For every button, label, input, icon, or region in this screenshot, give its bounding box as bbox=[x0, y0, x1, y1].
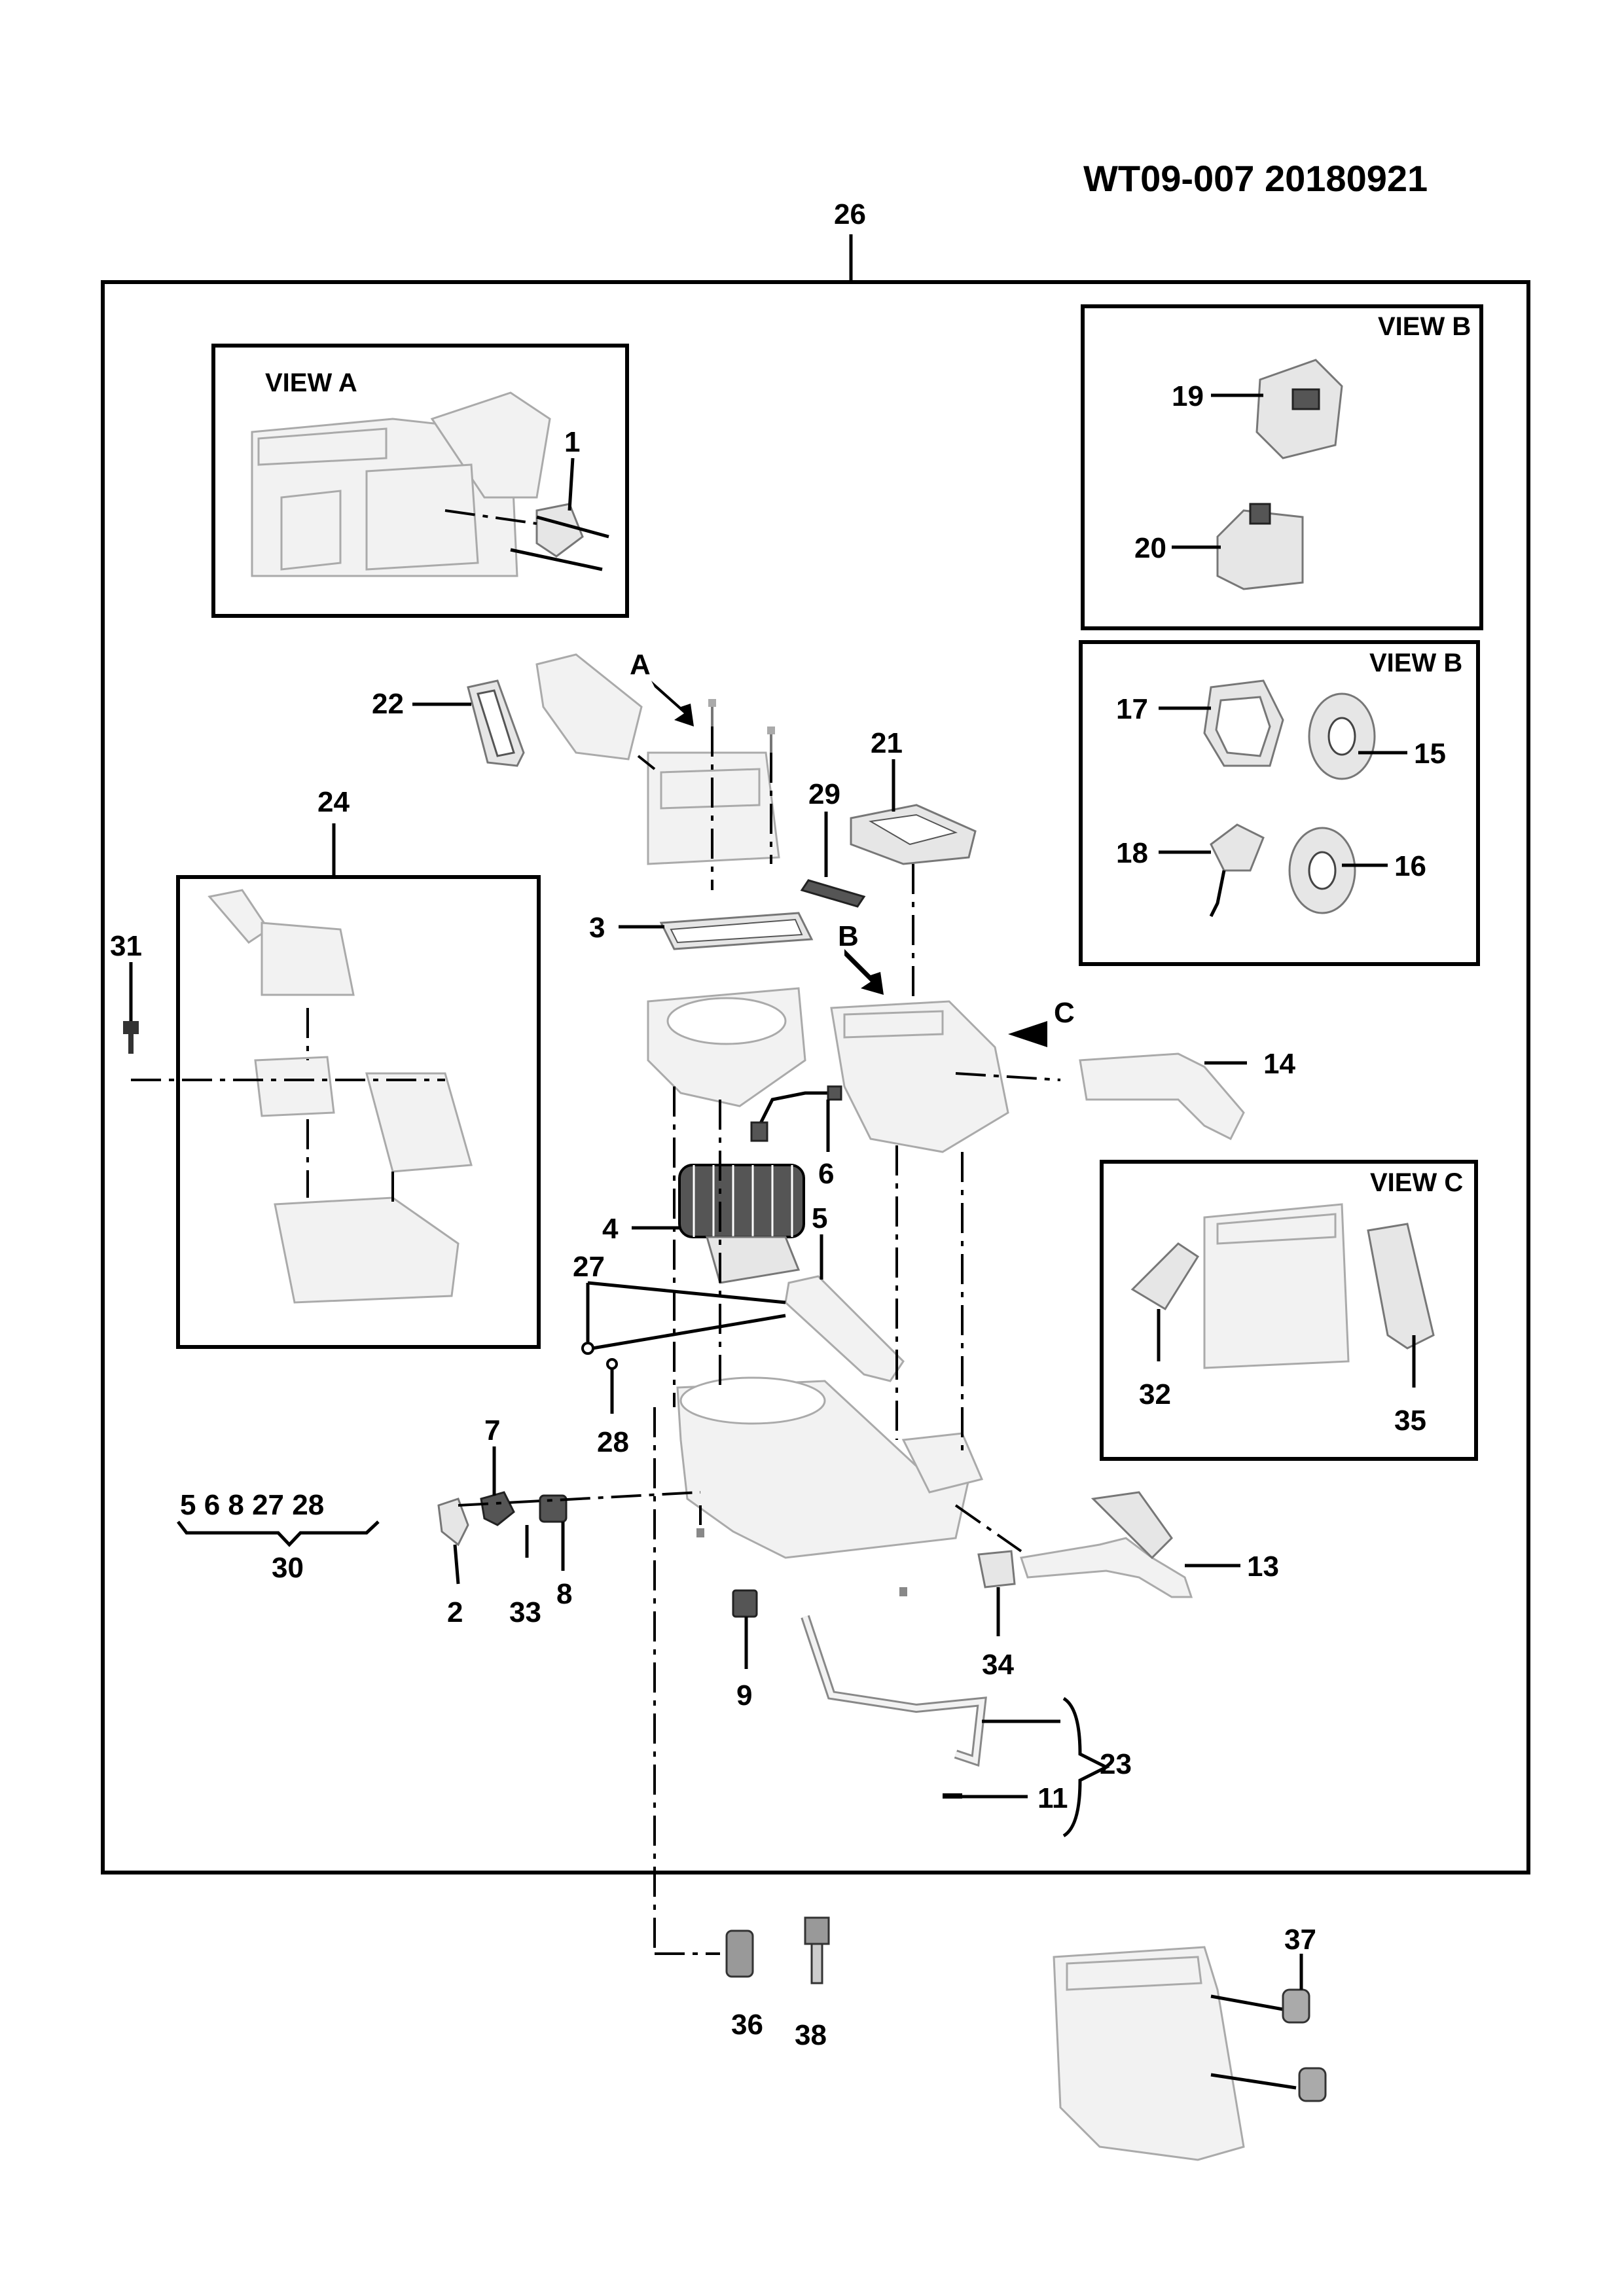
callout-4: 4 bbox=[602, 1213, 619, 1245]
callout-31: 31 bbox=[110, 930, 142, 962]
gasket-2-illustration bbox=[437, 1498, 469, 1547]
arrow-c-label: C bbox=[1054, 997, 1075, 1029]
callout-30: 30 bbox=[272, 1552, 304, 1584]
blower-housing-upper-illustration bbox=[647, 987, 806, 1107]
callout-11: 11 bbox=[1038, 1782, 1068, 1814]
bolt-38-icon bbox=[804, 1916, 830, 1984]
assembly-frame bbox=[101, 280, 1530, 1874]
lower-case-illustration bbox=[676, 1376, 984, 1559]
drawing-code: WT09-007 20180921 bbox=[1083, 158, 1428, 199]
callout-32: 32 bbox=[1139, 1378, 1171, 1410]
bracket-34-illustration bbox=[977, 1550, 1016, 1588]
view-a-arrow bbox=[651, 681, 694, 726]
nut-36-icon bbox=[725, 1929, 754, 1978]
callout-33: 33 bbox=[509, 1596, 541, 1628]
callout-23: 23 bbox=[1100, 1748, 1132, 1780]
callout-37: 37 bbox=[1284, 1924, 1316, 1956]
clip-29-illustration bbox=[800, 879, 866, 908]
connector-8-illustration bbox=[539, 1494, 568, 1523]
callout-13: 13 bbox=[1247, 1551, 1279, 1583]
view-b-box-top bbox=[1081, 304, 1483, 630]
clip-11-icon bbox=[943, 1793, 962, 1799]
drain-hose-23-illustration bbox=[801, 1615, 987, 1767]
callout-14: 14 bbox=[1263, 1048, 1295, 1080]
screw-icon bbox=[708, 699, 775, 753]
sensor-6-illustration bbox=[750, 1085, 842, 1142]
callout-5: 5 bbox=[812, 1202, 827, 1234]
callout-9: 9 bbox=[736, 1679, 752, 1712]
view-a-title: VIEW A bbox=[265, 368, 357, 397]
view-b-title-bottom: VIEW B bbox=[1369, 649, 1462, 677]
bottom-assembly-illustration bbox=[1053, 1946, 1245, 2161]
upper-case-illustration bbox=[535, 653, 780, 865]
callout-6: 6 bbox=[818, 1158, 834, 1190]
view-b-arrow bbox=[844, 949, 884, 995]
screw-icon bbox=[696, 1528, 704, 1537]
view-c-housing-illustration bbox=[1130, 1203, 1435, 1369]
callout-2: 2 bbox=[447, 1596, 463, 1628]
gear-16-illustration bbox=[1288, 827, 1356, 914]
callout-38: 38 bbox=[795, 2019, 827, 2051]
heater-case-illustration bbox=[830, 1000, 1009, 1153]
callout-35: 35 bbox=[1394, 1405, 1426, 1437]
sensor-18-illustration bbox=[1209, 823, 1265, 918]
screw-31-icon bbox=[123, 1021, 139, 1054]
pipe-13-illustration bbox=[1020, 1491, 1193, 1598]
callout-28: 28 bbox=[597, 1426, 629, 1458]
blower-motor-4-illustration bbox=[678, 1164, 805, 1284]
view-b-title-top: VIEW B bbox=[1378, 312, 1471, 341]
callout-34: 34 bbox=[982, 1649, 1014, 1681]
callout-26: 26 bbox=[834, 198, 866, 230]
callout-15: 15 bbox=[1414, 738, 1446, 770]
group-30-members: 5 6 8 27 28 bbox=[180, 1489, 324, 1521]
callout-29: 29 bbox=[808, 778, 840, 810]
arrow-a-label: A bbox=[630, 649, 651, 681]
duct-5-illustration bbox=[784, 1275, 905, 1382]
bolt-37-icon bbox=[1282, 1988, 1327, 2102]
view-c-title: VIEW C bbox=[1370, 1168, 1463, 1197]
view-c-box bbox=[1100, 1160, 1478, 1461]
callout-24: 24 bbox=[317, 786, 350, 818]
callout-22: 22 bbox=[372, 688, 404, 720]
callout-18: 18 bbox=[1116, 837, 1148, 869]
view-b-box-bottom bbox=[1079, 640, 1480, 966]
seal-22-illustration bbox=[467, 679, 525, 767]
cover-21-illustration bbox=[850, 804, 977, 865]
callout-17: 17 bbox=[1116, 693, 1148, 725]
callout-19: 19 bbox=[1172, 380, 1204, 412]
callout-1: 1 bbox=[564, 426, 580, 458]
callout-20: 20 bbox=[1134, 532, 1166, 564]
callout-36: 36 bbox=[731, 2009, 763, 2041]
arrow-b-label: B bbox=[838, 920, 859, 952]
subassembly-24-illustration bbox=[208, 889, 473, 1304]
gasket-17-illustration bbox=[1203, 679, 1284, 767]
callout-3: 3 bbox=[589, 912, 605, 944]
actuator-20-illustration bbox=[1216, 503, 1304, 590]
callout-16: 16 bbox=[1394, 850, 1426, 882]
callout-7: 7 bbox=[484, 1414, 500, 1446]
callout-21: 21 bbox=[871, 727, 903, 759]
bracket-7-illustration bbox=[480, 1491, 515, 1526]
view-a-housing-illustration bbox=[251, 391, 609, 577]
screw-icon bbox=[899, 1587, 907, 1596]
gear-15-illustration bbox=[1308, 692, 1376, 780]
filter-3-illustration bbox=[659, 912, 814, 950]
subassembly-box-24 bbox=[176, 875, 541, 1349]
callout-27: 27 bbox=[573, 1251, 605, 1283]
view-a-box bbox=[211, 344, 629, 618]
actuator-19-illustration bbox=[1255, 359, 1343, 459]
view-c-arrow bbox=[1008, 1021, 1047, 1047]
resistor-9-illustration bbox=[732, 1589, 758, 1618]
callout-8: 8 bbox=[556, 1578, 572, 1610]
duct-14-illustration bbox=[1079, 1052, 1245, 1141]
